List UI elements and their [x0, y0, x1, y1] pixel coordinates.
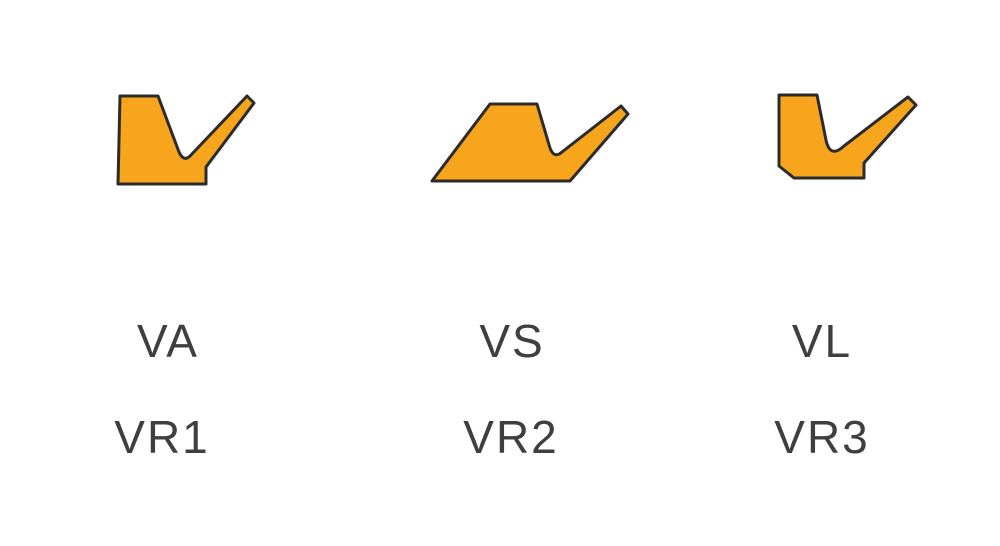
label-va: VA — [137, 315, 199, 367]
vs-seal-profile-shape — [430, 102, 630, 183]
vl-seal-profile-shape — [777, 93, 918, 180]
label-vr1: VR1 — [114, 411, 210, 463]
va-seal-profile-shape — [116, 94, 256, 186]
label-vr2: VR2 — [463, 411, 559, 463]
label-vs: VS — [479, 315, 545, 367]
label-vl: VL — [791, 315, 853, 367]
label-vr3: VR3 — [774, 411, 870, 463]
